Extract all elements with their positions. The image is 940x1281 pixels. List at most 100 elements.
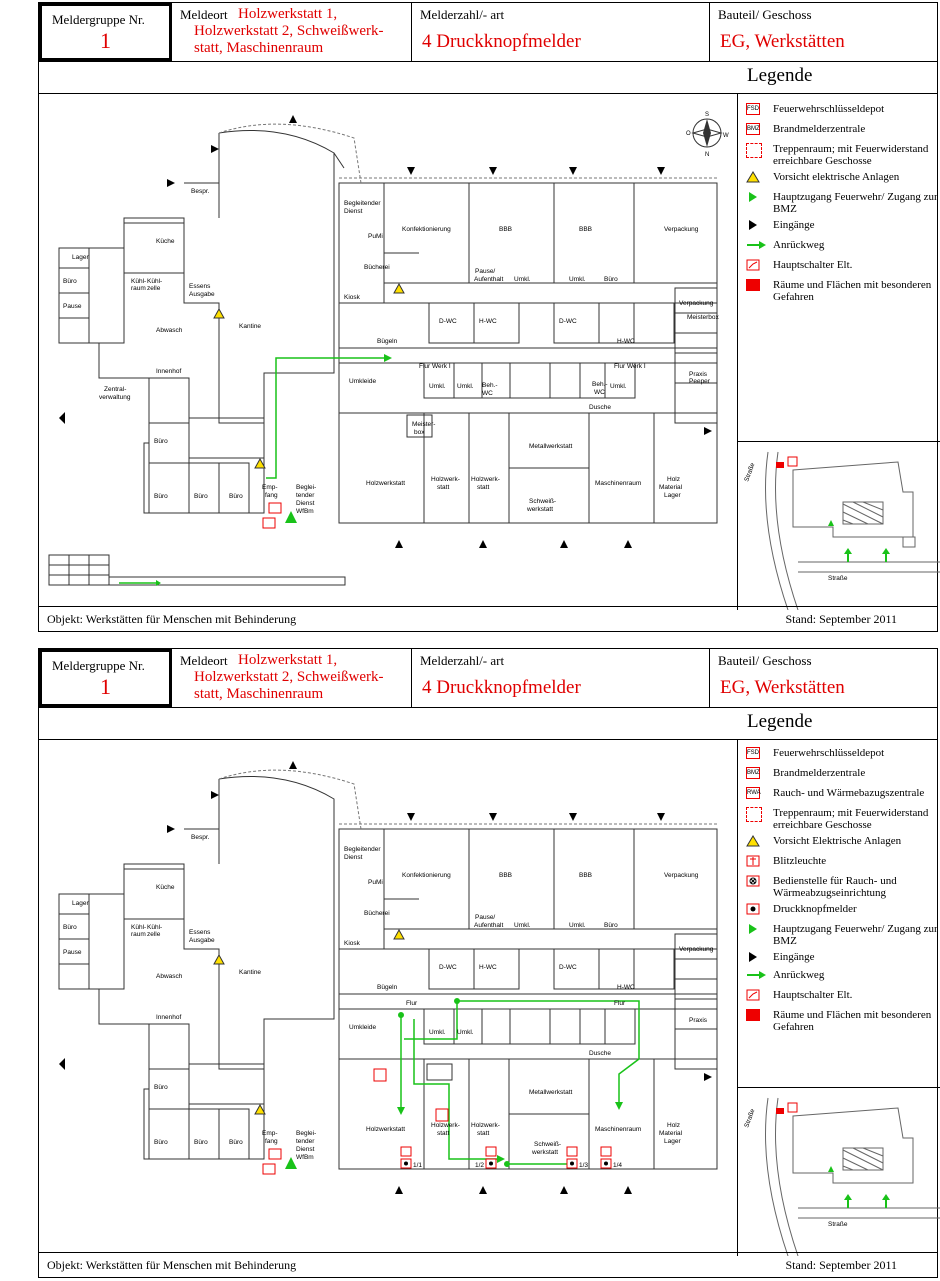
svg-text:H-WC: H-WC xyxy=(617,338,635,345)
svg-text:statt: statt xyxy=(477,1130,489,1137)
location-map: Straße Straße xyxy=(737,441,940,611)
sheet-footer: Objekt: Werkstätten für Menschen mit Beh… xyxy=(39,1252,937,1277)
legend-title-row: Legende xyxy=(39,707,937,740)
fsd-box-icon: FSD xyxy=(746,747,760,759)
meldeort-line-3: statt, Maschinenraum xyxy=(194,40,324,56)
svg-text:Umkl.: Umkl. xyxy=(610,383,627,390)
svg-text:Beh.-: Beh.- xyxy=(482,382,498,389)
svg-text:verwaltung: verwaltung xyxy=(99,394,131,401)
svg-text:Kantine: Kantine xyxy=(239,323,261,330)
svg-text:Umkl.: Umkl. xyxy=(429,1029,446,1036)
floor-plan-drawing: SN OW xyxy=(48,112,729,586)
plan-sheet-2: Meldergruppe Nr. 1 Meldeort Holzwerkstat… xyxy=(38,648,940,1278)
street-label-2: Straße xyxy=(743,462,756,483)
stairs-icon xyxy=(746,807,762,822)
corridor-label: Flur xyxy=(406,1000,418,1007)
svg-text:Aufenthalt: Aufenthalt xyxy=(474,276,503,283)
melderzahl-label: Melderzahl/- art xyxy=(420,7,505,22)
location-map-drawing: Straße Straße xyxy=(743,451,940,611)
svg-text:Pause/: Pause/ xyxy=(475,268,495,275)
detector-label-1: 1/1 xyxy=(413,1162,422,1169)
svg-text:Abwasch: Abwasch xyxy=(156,973,183,980)
legend-panel: FSD Feuerwehrschlüsseldepot BMZ Brandmel… xyxy=(737,93,940,441)
svg-text:Büro: Büro xyxy=(154,493,168,500)
svg-text:Beglei-: Beglei- xyxy=(296,484,316,491)
green-arrow-icon xyxy=(747,971,766,979)
warning-triangle-icon xyxy=(746,835,760,847)
detector-label-3: 1/3 xyxy=(579,1162,588,1169)
bauteil-cell: Bauteil/ Geschoss EG, Werkstätten xyxy=(710,3,939,61)
meldeort-line-1: Holzwerkstatt 1, xyxy=(238,652,338,668)
svg-text:Büro: Büro xyxy=(229,493,243,500)
svg-text:Kühl-: Kühl- xyxy=(131,924,146,931)
svg-text:Begleitender: Begleitender xyxy=(344,200,381,207)
detector-label-4: 1/4 xyxy=(613,1162,622,1169)
svg-text:Verpackung: Verpackung xyxy=(664,872,699,879)
svg-text:Dienst: Dienst xyxy=(296,500,315,507)
svg-text:Umkleide: Umkleide xyxy=(349,1024,376,1031)
rwa-box-icon: RWA xyxy=(746,787,761,799)
bauteil-label: Bauteil/ Geschoss xyxy=(718,7,812,22)
green-arrow-icon xyxy=(747,241,766,249)
svg-text:Meister-: Meister- xyxy=(412,421,435,428)
svg-text:Essens: Essens xyxy=(189,929,211,936)
svg-text:Schweiß-: Schweiß- xyxy=(529,498,556,505)
svg-text:W: W xyxy=(723,133,729,139)
call-point-icon xyxy=(746,903,760,915)
corridor-label-2: Flur xyxy=(614,1000,626,1007)
svg-text:Bücherei: Bücherei xyxy=(364,910,390,917)
svg-text:Umkl.: Umkl. xyxy=(514,922,531,929)
svg-text:Umkl.: Umkl. xyxy=(514,276,531,283)
meldeort-line-1: Holzwerkstatt 1, xyxy=(238,6,338,22)
flash-light-icon xyxy=(746,855,760,867)
bauteil-cell: Bauteil/ Geschoss EG, Werkstätten xyxy=(710,649,939,707)
fsd-box-icon: FSD xyxy=(746,103,760,115)
svg-text:Holzwerk-: Holzwerk- xyxy=(431,476,460,483)
group-label: Meldergruppe Nr. xyxy=(52,658,145,673)
meldeort-label: Meldeort xyxy=(180,653,228,668)
svg-text:Metallwerkstatt: Metallwerkstatt xyxy=(529,443,573,450)
svg-text:Verpackung: Verpackung xyxy=(664,226,699,233)
svg-text:Kantine: Kantine xyxy=(239,969,261,976)
plan-sheet-1: Meldergruppe Nr. 1 Meldeort Holzwerkstat… xyxy=(38,2,940,632)
svg-text:Bespr.: Bespr. xyxy=(191,834,210,841)
svg-text:H-WC: H-WC xyxy=(479,964,497,971)
svg-text:Büro: Büro xyxy=(154,1139,168,1146)
svg-text:Büro: Büro xyxy=(194,493,208,500)
svg-text:Pause: Pause xyxy=(63,949,82,956)
main-switch-icon xyxy=(746,989,760,1001)
svg-text:Büro: Büro xyxy=(154,438,168,445)
svg-text:Holzwerkstatt: Holzwerkstatt xyxy=(366,1126,405,1133)
svg-text:tender: tender xyxy=(296,492,315,499)
svg-text:werkstatt: werkstatt xyxy=(526,506,553,513)
svg-text:Material: Material xyxy=(659,1130,683,1137)
detector-labels: 1/1 1/2 1/3 1/4 xyxy=(413,1162,622,1169)
svg-text:Bügeln: Bügeln xyxy=(377,338,398,345)
svg-text:Umkl.: Umkl. xyxy=(429,383,446,390)
svg-text:Praxis: Praxis xyxy=(689,371,708,378)
svg-text:Holz: Holz xyxy=(667,1122,680,1129)
svg-text:Konfektionierung: Konfektionierung xyxy=(402,872,451,879)
legend-title-row: Legende xyxy=(39,61,937,94)
object-text: Objekt: Werkstätten für Menschen mit Beh… xyxy=(47,612,297,626)
legend-title: Legende xyxy=(747,711,813,732)
svg-text:Zentral-: Zentral- xyxy=(104,386,126,393)
svg-text:Kühl-: Kühl- xyxy=(147,278,162,285)
svg-text:BBB: BBB xyxy=(499,226,512,233)
svg-text:Kühl-: Kühl- xyxy=(147,924,162,931)
street-label-2: Straße xyxy=(743,1108,756,1129)
svg-text:WC: WC xyxy=(482,390,493,397)
stand-text: Stand: September 2011 xyxy=(785,1258,897,1272)
red-square-icon xyxy=(746,1009,760,1021)
svg-text:Dienst: Dienst xyxy=(296,1146,315,1153)
svg-text:Dienst: Dienst xyxy=(344,854,363,861)
red-square-icon xyxy=(746,279,760,291)
svg-text:Büro: Büro xyxy=(63,278,77,285)
svg-text:Essens: Essens xyxy=(189,283,211,290)
svg-text:WfBm: WfBm xyxy=(296,1154,314,1161)
bauteil-value: EG, Werkstätten xyxy=(720,31,845,52)
